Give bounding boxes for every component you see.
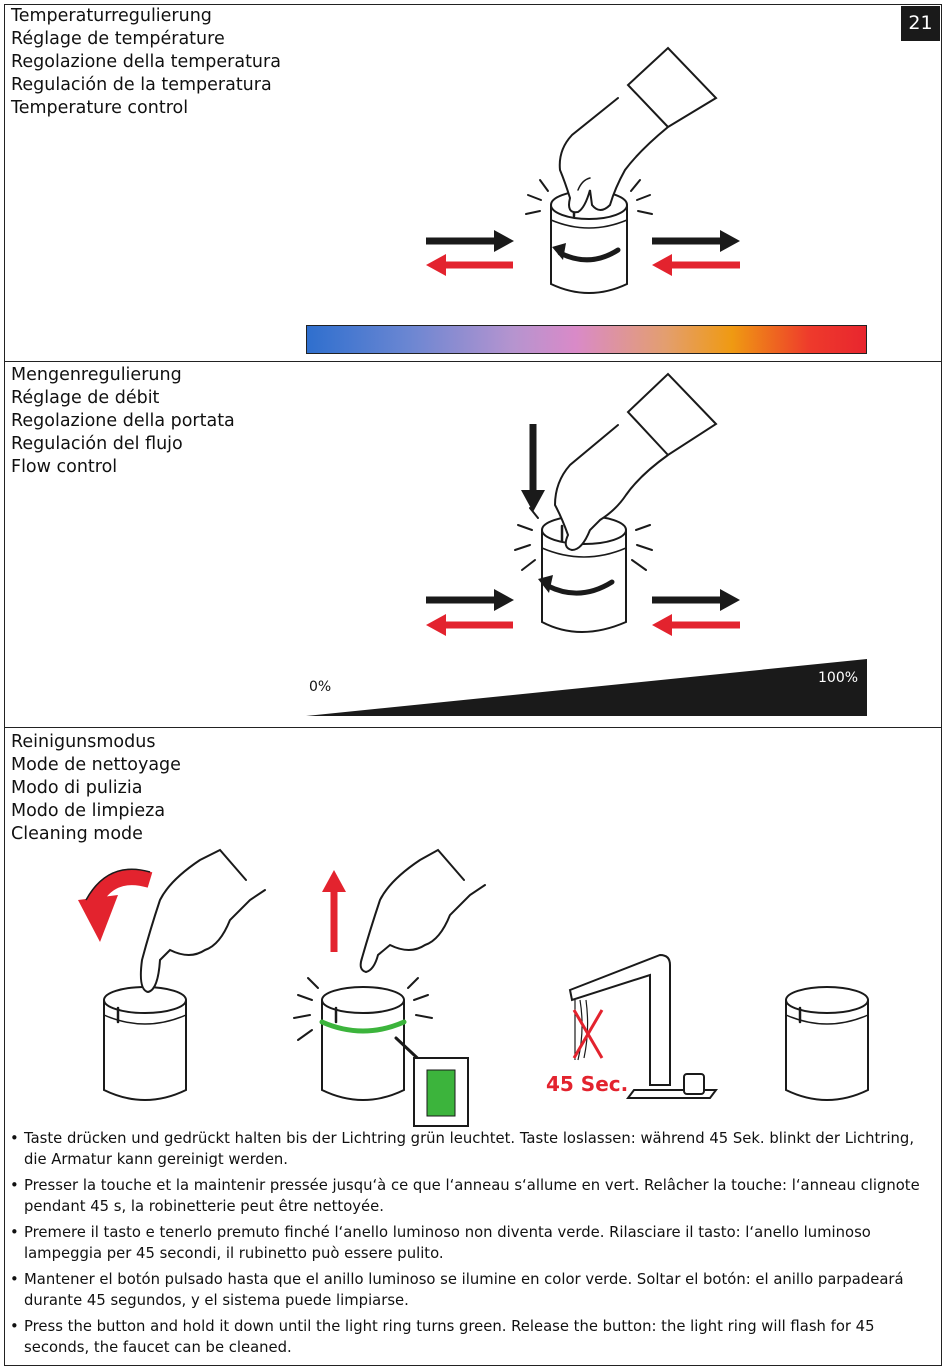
heading-line: Regolazione della temperatura	[11, 52, 281, 72]
heading-line: Cleaning mode	[11, 824, 143, 844]
heading-line: Modo di pulizia	[11, 778, 143, 798]
flow-volume-wedge	[306, 659, 867, 716]
cleaning-step-4	[785, 986, 869, 1101]
instruction-item: •Press the button and hold it down until…	[10, 1318, 875, 1356]
heading-line: Regolazione della portata	[11, 411, 235, 431]
cleaning-heading: Reinigunsmodus Mode de nettoyage Modo di…	[11, 731, 181, 846]
green-ring-inset	[413, 1057, 469, 1127]
heading-line: Reinigunsmodus	[11, 732, 156, 752]
heading-line: Temperaturregulierung	[11, 6, 212, 26]
instruction-item: •Premere il tasto e tenerlo premuto finc…	[10, 1224, 871, 1262]
section-divider	[4, 361, 942, 362]
heading-line: Regulación de la temperatura	[11, 75, 272, 95]
temperature-gradient-bar	[306, 325, 867, 354]
page-number: 21	[901, 6, 940, 41]
release-arrow-icon	[322, 870, 346, 952]
page-frame	[4, 4, 942, 1366]
cleaning-step-1	[103, 848, 266, 1101]
flow-min-label: 0%	[309, 679, 332, 695]
flow-arrows	[426, 589, 740, 636]
faucet-illustration	[568, 953, 718, 1099]
press-arrow-icon	[78, 868, 153, 942]
heading-line: Réglage de débit	[11, 388, 160, 408]
flow-knob-illustration	[514, 372, 718, 633]
instruction-item: •Mantener el botón pulsado hasta que el …	[10, 1271, 904, 1309]
instruction-list: •Taste drücken und gedrückt halten bis d…	[10, 1128, 936, 1363]
heading-line: Mode de nettoyage	[11, 755, 181, 775]
timer-label: 45 Sec.	[546, 1072, 629, 1096]
flow-max-label: 100%	[818, 670, 859, 686]
heading-line: Réglage de température	[11, 29, 225, 49]
temperature-knob-illustration	[525, 46, 718, 294]
section-divider	[4, 727, 942, 728]
instruction-item: •Taste drücken und gedrückt halten bis d…	[10, 1130, 915, 1168]
heading-line: Mengenregulierung	[11, 365, 182, 385]
heading-line: Flow control	[11, 457, 118, 477]
temperature-heading: Temperaturregulierung Réglage de tempéra…	[11, 5, 281, 120]
heading-line: Regulación del flujo	[11, 434, 183, 454]
flow-down-arrow	[521, 424, 545, 512]
heading-line: Modo de limpieza	[11, 801, 166, 821]
temperature-arrows	[426, 230, 740, 276]
instruction-item: •Presser la touche et la maintenir press…	[10, 1177, 920, 1215]
heading-line: Temperature control	[11, 98, 189, 118]
flow-heading: Mengenregulierung Réglage de débit Regol…	[11, 364, 235, 479]
